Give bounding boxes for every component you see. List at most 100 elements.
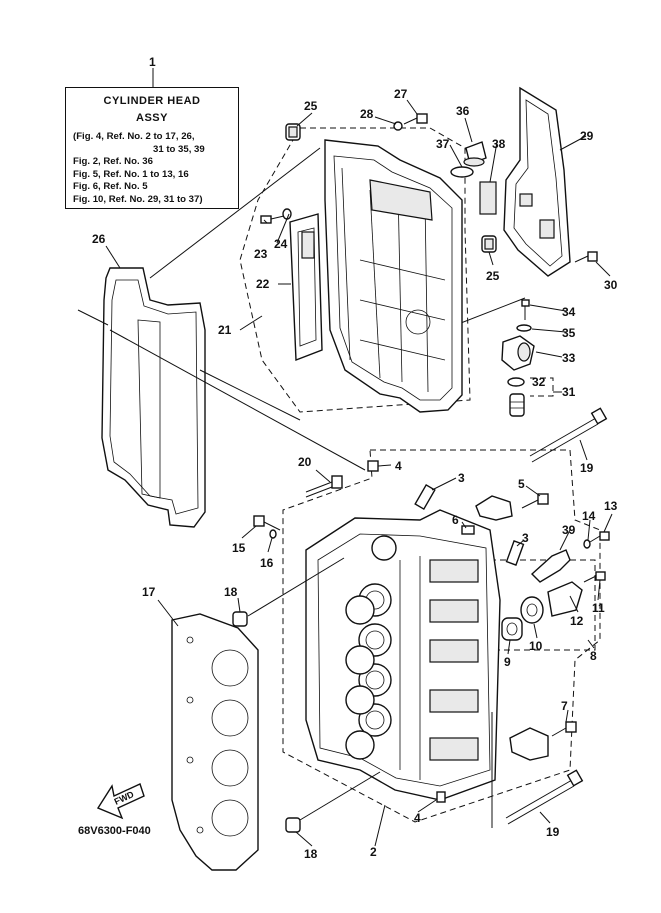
callout-24: 24 — [274, 237, 288, 251]
bolt-30 — [574, 251, 598, 263]
callout-36: 36 — [456, 104, 470, 118]
oil-filler-cap — [463, 141, 487, 167]
o-ring — [450, 166, 474, 178]
drawing-code: 68V6300-F040 — [78, 825, 151, 837]
plug-upper — [367, 460, 379, 472]
bolt-5 — [521, 493, 549, 509]
callout-32: 32 — [532, 375, 546, 389]
pin-6 — [461, 525, 475, 535]
bolt-20 — [305, 475, 343, 498]
callout-26: 26 — [92, 232, 106, 246]
callout-7: 7 — [561, 699, 568, 713]
assembly-subtitle: ASSY — [136, 112, 168, 124]
assembly-title-box: CYLINDER HEAD ASSY (Fig. 4, Ref. No. 2 t… — [65, 87, 239, 209]
callout-10: 10 — [529, 639, 543, 653]
head-group-outline — [282, 449, 601, 823]
callout-19-lower: 19 — [546, 825, 560, 839]
washer-28 — [393, 121, 403, 131]
callout-9: 9 — [504, 655, 511, 669]
cover-group-outline — [239, 127, 471, 413]
callout-21: 21 — [218, 323, 232, 337]
reference-line: Fig. 2, Ref. No. 36 — [73, 156, 153, 168]
callout-5: 5 — [518, 477, 525, 491]
callout-11: 11 — [592, 601, 605, 615]
callout-2: 2 — [370, 845, 377, 859]
cylinder-head — [305, 509, 501, 801]
dowel-18-lower — [285, 817, 301, 833]
callout-13: 13 — [604, 499, 618, 513]
label-plate — [479, 181, 497, 215]
reference-line: Fig. 6, Ref. No. 5 — [73, 181, 148, 193]
callout-37: 37 — [436, 137, 450, 151]
cylinder-head-cover — [324, 139, 463, 413]
callout-34: 34 — [562, 305, 576, 319]
screw — [260, 215, 285, 224]
callout-25-lower: 25 — [486, 269, 500, 283]
callout-4-lower: 4 — [414, 811, 421, 825]
gasket-32 — [507, 377, 525, 387]
head-bolt-long-upper — [529, 407, 608, 463]
callout-22: 22 — [256, 277, 270, 291]
head-cover-gasket — [101, 267, 206, 528]
callout-23: 23 — [254, 247, 268, 261]
reference-line: 31 to 35, 39 — [153, 143, 205, 155]
plug-lower — [436, 791, 446, 803]
sensor-39 — [530, 549, 571, 583]
callout-28: 28 — [360, 107, 374, 121]
flange-12 — [547, 581, 583, 617]
fwd-arrow-icon — [96, 783, 145, 820]
thermostat — [509, 393, 525, 417]
callout-33: 33 — [562, 351, 576, 365]
callout-4-upper: 4 — [395, 459, 402, 473]
thermostat-housing — [501, 335, 535, 371]
callout-18-lower: 18 — [304, 847, 318, 861]
gasket-35 — [516, 324, 532, 332]
cover-plate — [289, 213, 323, 362]
callout-39: 39 — [562, 523, 576, 537]
callout-17: 17 — [142, 585, 156, 599]
cover-9 — [501, 617, 523, 641]
callout-15: 15 — [232, 541, 246, 555]
reference-line: (Fig. 4, Ref. No. 2 to 17, 26, — [73, 131, 195, 142]
callout-29: 29 — [580, 129, 594, 143]
bolt-13 — [589, 531, 610, 543]
dowel-pin-lower — [505, 540, 525, 566]
callout-1: 1 — [149, 55, 156, 69]
callout-35: 35 — [562, 326, 576, 340]
bracket — [503, 86, 571, 277]
washer-16 — [269, 529, 277, 539]
clamp — [475, 495, 513, 521]
callout-25-upper: 25 — [304, 99, 318, 113]
callout-27: 27 — [394, 87, 408, 101]
bolt-34 — [521, 299, 530, 320]
callout-16: 16 — [260, 556, 274, 570]
dowel-18-upper — [232, 611, 248, 627]
dowel-pin-upper — [414, 484, 436, 510]
callout-3-upper: 3 — [458, 471, 465, 485]
callout-20: 20 — [298, 455, 312, 469]
assembly-title: CYLINDER HEAD — [103, 95, 201, 107]
callout-12: 12 — [570, 614, 584, 628]
screw-11 — [583, 571, 606, 583]
bolt-15 — [253, 515, 281, 531]
callout-38: 38 — [492, 137, 506, 151]
grommet-lower — [481, 235, 497, 253]
leader-lines — [105, 99, 613, 847]
callout-14: 14 — [582, 509, 596, 523]
grommet-upper — [285, 123, 301, 141]
callout-31: 31 — [562, 385, 576, 399]
bolt-27 — [403, 113, 428, 125]
callout-3-lower: 3 — [522, 531, 529, 545]
bracket-7 — [509, 721, 577, 761]
callout-18-upper: 18 — [224, 585, 238, 599]
seal-10 — [520, 596, 544, 624]
reference-line: Fig. 10, Ref. No. 29, 31 to 37) — [73, 193, 203, 205]
callout-6: 6 — [452, 513, 459, 527]
reference-line: Fig. 5, Ref. No. 1 to 13, 16 — [73, 168, 189, 180]
callout-19-upper: 19 — [580, 461, 594, 475]
washer-14 — [583, 539, 591, 549]
head-gasket — [171, 613, 259, 871]
washer — [282, 208, 292, 220]
head-bolt-long-lower — [505, 769, 584, 825]
